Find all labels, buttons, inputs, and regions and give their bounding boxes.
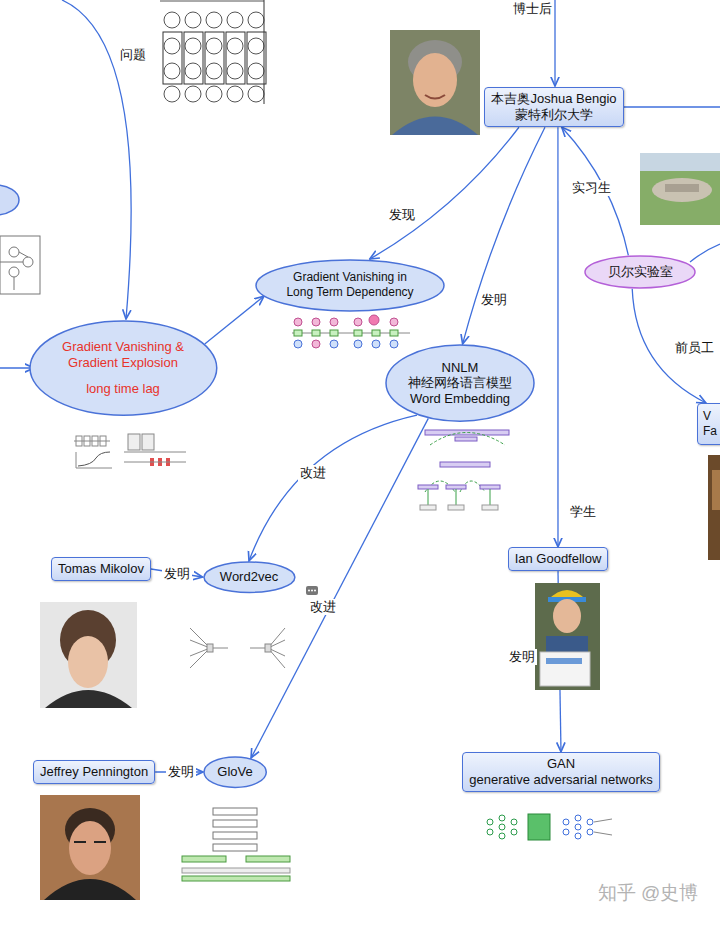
ellipse-node: NNLM神经网络语言模型Word Embedding [385,344,535,422]
box-label: 本吉奥Joshua Bengio [491,91,616,107]
box-node: GANgenerative adversarial networks [462,752,660,793]
ellipse-shape [204,562,295,592]
box-label: Ian Goodfellow [515,551,602,567]
edge-label: 发明 [507,649,537,665]
ellipse-label: long time lag [56,381,191,397]
ellipse-label: GloVe [217,764,252,780]
box-label: V Fa [703,409,719,439]
box-label: generative adversarial networks [469,772,653,788]
goodfellow-photo [535,583,600,690]
ellipse-node: Gradient Vanishing in Long Term Dependen… [255,259,445,312]
mikolov-photo [40,602,137,708]
line-label: 问题 [118,47,148,63]
edge-label: 学生 [568,504,598,520]
ellipse-label: NNLM [408,360,512,376]
box-label: 蒙特利尔大学 [491,107,616,123]
box-label: Jeffrey Pennington [40,764,148,780]
bell-labs-photo [640,153,720,225]
ellipse-label: Gradient Vanishing in Long Term Dependen… [285,270,415,300]
edge-label: 改进 [298,465,328,481]
rnn-cell-figure [0,236,40,294]
pennington-photo [40,795,140,900]
glove-figure [182,808,290,881]
ellipse-shape [386,345,534,421]
ellipse-label: Word Embedding [408,391,512,407]
line-label: 博士后 [511,1,554,17]
edge-label: 发现 [387,207,417,223]
ellipse-node: GloVe [203,756,267,788]
box-node: Tomas Mikolov [51,557,151,581]
connector [562,127,629,255]
edge-label: 发明 [479,292,509,308]
ellipse-label: Word2vec [220,569,278,585]
edge-label: 发明 [166,764,196,780]
ellipse-label: 神经网络语言模型 [408,375,512,391]
connector [205,296,264,344]
lstm-grid-figure [160,0,266,104]
comment-icon [306,586,318,595]
ellipse-label: 贝尔实验室 [608,264,673,280]
bengio-photo [390,30,480,135]
watermark: 知乎 @史博 [596,881,701,905]
edge-label: 前员工 [673,340,716,356]
word2vec-figure [190,628,285,668]
gan-figure [487,814,612,840]
edge-label: 改进 [308,599,338,615]
ellipse-node: 贝尔实验室 [584,255,696,289]
box-label: GAN [469,756,653,772]
plot-figures [74,434,186,468]
ellipse-shape [30,321,217,415]
ellipse-label: Gradient Vanishing & Gradient Explosion [56,339,191,372]
ellipse-node: Word2vec [203,561,296,593]
ellipse-node: Gradient Vanishing & Gradient Explosion l… [29,320,218,416]
painting-photo [708,455,720,560]
ellipse-shape [585,256,695,288]
box-node: V Fa [697,403,720,445]
edge-label: 实习生 [570,180,613,196]
nnlm-figure [418,430,509,510]
chain-figure [292,315,410,348]
box-node: 本吉奥Joshua Bengio蒙特利尔大学 [484,87,624,128]
connector [557,127,558,547]
ellipse-shape [204,757,266,787]
box-node: Jeffrey Pennington [33,760,155,784]
box-node: Ian Goodfellow [508,547,609,571]
connector [463,127,545,344]
box-label: Tomas Mikolov [58,561,144,577]
edge-label: 发明 [162,566,192,582]
offpage-lines [0,0,720,368]
partial-ellipse [0,185,19,215]
ellipse-shape [256,260,444,311]
